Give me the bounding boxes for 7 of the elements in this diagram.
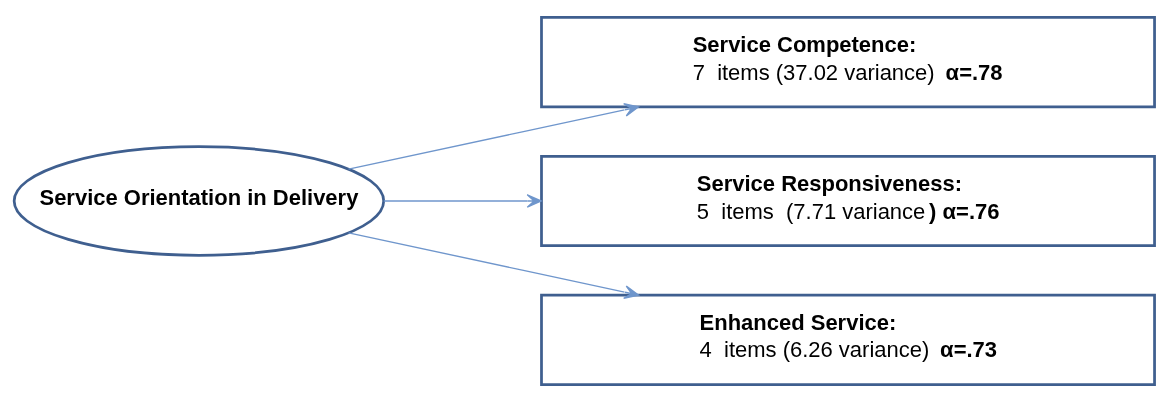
arrow bbox=[383, 193, 542, 208]
arrow bbox=[347, 231, 640, 299]
node-ellipse: Service Orientation in Delivery bbox=[12, 144, 386, 257]
node-box: Service Responsiveness: 5 items (7.71 variance) α=.76 bbox=[540, 154, 1156, 247]
arrow bbox=[347, 102, 640, 170]
node-box: Enhanced Service: 4 items (6.26 variance) α=.73 bbox=[540, 293, 1156, 386]
node-box: Service Competence: 7 items (37.02 variance) α=.78 bbox=[540, 15, 1156, 108]
